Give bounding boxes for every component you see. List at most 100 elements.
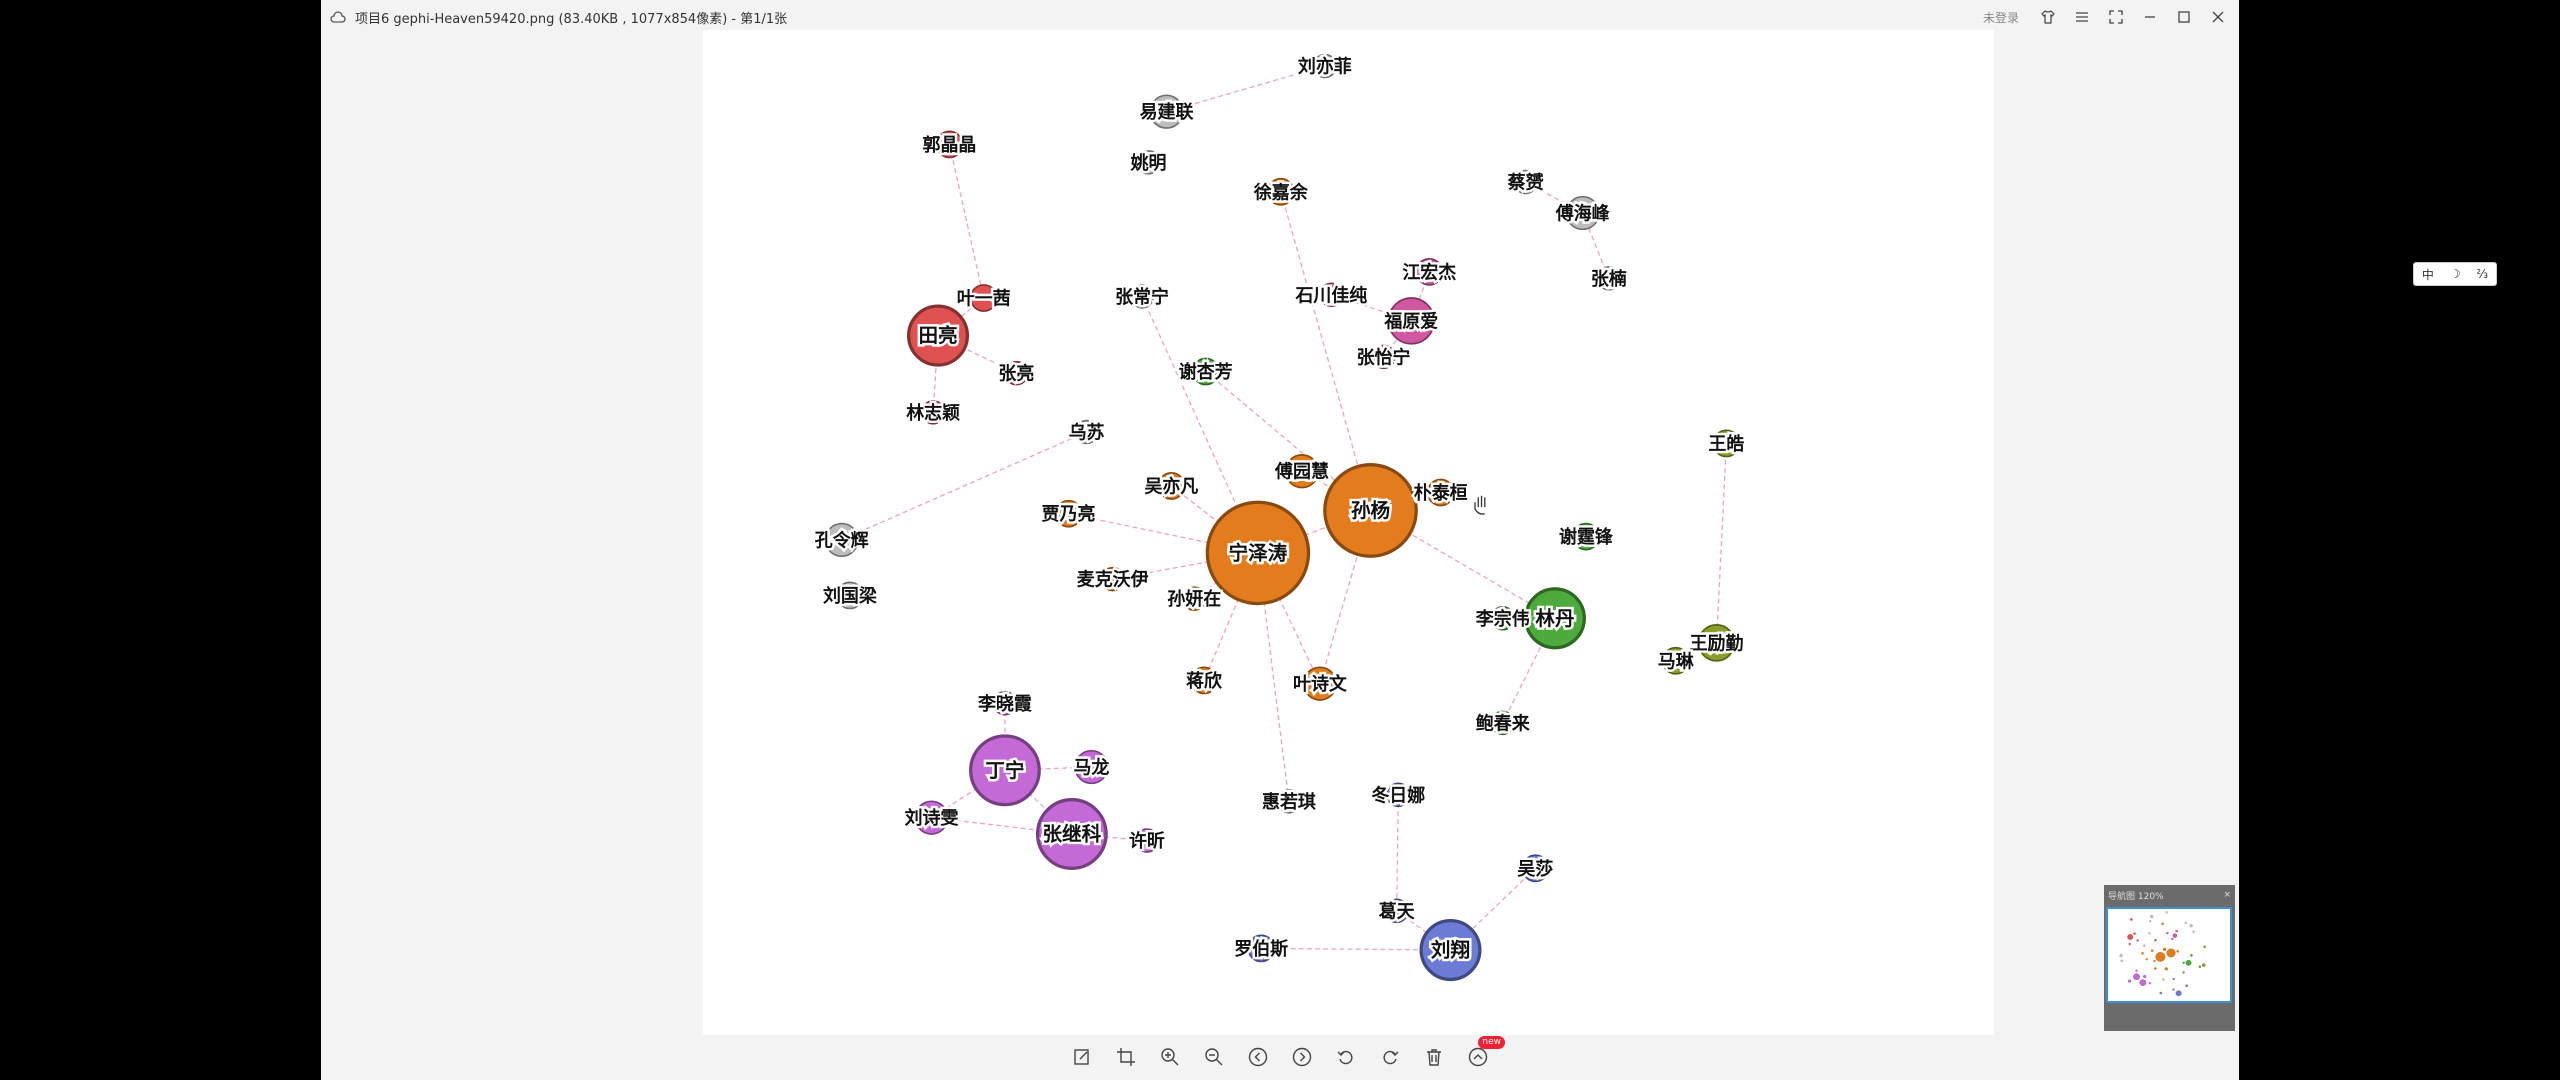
navigator-minimap[interactable]: 导航图 120% × bbox=[2104, 885, 2235, 1031]
node-circle bbox=[2166, 948, 2176, 958]
graph-node: 林志颖 bbox=[904, 399, 963, 426]
graph-edge bbox=[1395, 794, 1399, 911]
node-label: 刘亦菲 bbox=[1298, 55, 1352, 77]
ime-mode-chinese[interactable]: 中 bbox=[2421, 267, 2434, 282]
ime-moon-icon[interactable]: ☽ bbox=[2449, 267, 2461, 281]
crop-button[interactable] bbox=[1113, 1044, 1139, 1070]
minimize-icon[interactable] bbox=[2139, 6, 2161, 28]
graph-node: 吴莎 bbox=[1515, 854, 1556, 882]
node-circle bbox=[836, 581, 864, 610]
node-circle bbox=[2148, 932, 2151, 935]
mini-graph-node bbox=[2155, 952, 2166, 962]
zoom-in-button[interactable] bbox=[1157, 1044, 1183, 1070]
minimap-viewport[interactable] bbox=[2106, 907, 2232, 1003]
node-label: 冬日娜 bbox=[1371, 784, 1425, 806]
node-label: 张继科 bbox=[1043, 823, 1102, 846]
graph-node: 叶诗文 bbox=[1291, 666, 1350, 701]
minimap-thumbnail bbox=[2119, 911, 2207, 997]
node-circle bbox=[2161, 922, 2164, 926]
graph-node: 刘翔 bbox=[1419, 918, 1482, 982]
rotate-right-button[interactable] bbox=[1377, 1044, 1403, 1070]
node-label: 谢霆锋 bbox=[1559, 526, 1614, 548]
image-canvas[interactable]: 刘亦菲易建联姚明郭晶晶徐嘉余蔡赟傅海峰张楠江宏杰石川佳纯福原爱张怡宁叶一茜田亮张… bbox=[703, 30, 1994, 1035]
node-label: 贾乃亮 bbox=[1042, 503, 1096, 525]
mini-graph-node bbox=[2166, 932, 2169, 935]
node-circle bbox=[2202, 963, 2206, 967]
graph-edge bbox=[1319, 510, 1372, 684]
node-circle bbox=[1134, 828, 1160, 853]
node-circle bbox=[1371, 344, 1396, 370]
rotate-left-button[interactable] bbox=[1333, 1044, 1359, 1070]
mini-graph-node bbox=[2120, 959, 2124, 963]
node-label: 张亮 bbox=[998, 363, 1034, 385]
node-circle bbox=[2182, 971, 2185, 974]
node-label: 谢杏芳 bbox=[1179, 361, 1233, 383]
mini-graph-node bbox=[2172, 977, 2175, 981]
mini-graph-node bbox=[2176, 950, 2180, 953]
graph-node: 王皓 bbox=[1706, 429, 1747, 457]
login-status-label[interactable]: 未登录 bbox=[1982, 10, 2019, 25]
node-circle bbox=[2127, 934, 2134, 940]
graph-node: 张常宁 bbox=[1113, 283, 1172, 310]
mini-graph-node bbox=[2148, 932, 2151, 935]
mini-graph-node bbox=[2127, 979, 2132, 983]
next-image-button[interactable] bbox=[1289, 1044, 1315, 1070]
node-label: 吴亦凡 bbox=[1144, 475, 1198, 497]
close-icon[interactable] bbox=[2207, 6, 2229, 28]
node-label: 张怡宁 bbox=[1357, 346, 1411, 368]
node-label: 张楠 bbox=[1591, 268, 1627, 290]
node-circle bbox=[1312, 53, 1338, 79]
graph-node: 刘国梁 bbox=[821, 581, 879, 610]
mini-graph-node bbox=[2190, 954, 2193, 957]
mini-graph-node bbox=[2162, 947, 2167, 951]
node-circle bbox=[1572, 522, 1600, 551]
chevron-right-circle-icon bbox=[1292, 1047, 1312, 1067]
ime-toolbar[interactable]: 中 ☽ ⅔ bbox=[2413, 262, 2497, 286]
rotate-left-icon bbox=[1337, 1050, 1353, 1065]
node-label: 乌苏 bbox=[1069, 422, 1105, 444]
graph-node: 江宏杰 bbox=[1400, 257, 1459, 286]
minimap-close-icon[interactable]: × bbox=[2223, 890, 2231, 900]
mini-graph-edge bbox=[2203, 946, 2205, 966]
fullscreen-icon[interactable] bbox=[2105, 6, 2127, 28]
hand-cursor-icon bbox=[1474, 495, 1486, 515]
graph-node: 谢杏芳 bbox=[1176, 357, 1235, 386]
shirt-icon[interactable] bbox=[2037, 6, 2059, 28]
node-circle bbox=[2120, 959, 2124, 963]
node-circle bbox=[1523, 587, 1586, 650]
graph-edge bbox=[937, 334, 1017, 374]
more-button[interactable]: new bbox=[1465, 1036, 1505, 1070]
node-circle bbox=[2175, 990, 2182, 997]
trash-icon bbox=[1427, 1049, 1441, 1066]
node-label: 郭晶晶 bbox=[923, 134, 977, 156]
graph-edge bbox=[1203, 552, 1259, 681]
node-label: 叶一茜 bbox=[957, 288, 1011, 310]
graph-node: 李晓霞 bbox=[975, 691, 1035, 717]
graph-node: 叶一茜 bbox=[954, 284, 1013, 312]
node-circle bbox=[1319, 282, 1344, 307]
node-circle bbox=[2182, 961, 2185, 964]
graph-node: 贾乃亮 bbox=[1039, 499, 1098, 528]
node-circle bbox=[1386, 782, 1411, 808]
node-circle bbox=[1302, 666, 1338, 701]
maximize-icon[interactable] bbox=[2173, 6, 2195, 28]
node-circle bbox=[2119, 954, 2123, 958]
edit-button[interactable] bbox=[1069, 1044, 1095, 1070]
mini-graph-node bbox=[2198, 965, 2202, 969]
node-circle bbox=[1035, 798, 1108, 870]
delete-button[interactable] bbox=[1421, 1044, 1447, 1070]
zoom-out-button[interactable] bbox=[1201, 1044, 1227, 1070]
node-label: 王皓 bbox=[1708, 433, 1744, 455]
node-circle bbox=[2185, 984, 2188, 988]
node-label: 鲍春来 bbox=[1476, 712, 1530, 734]
ime-punct-icon[interactable]: ⅔ bbox=[2476, 267, 2489, 281]
node-circle bbox=[935, 130, 964, 159]
menu-icon[interactable] bbox=[2071, 6, 2093, 28]
node-label: 刘国梁 bbox=[823, 585, 877, 607]
node-circle bbox=[1129, 284, 1155, 309]
previous-image-button[interactable] bbox=[1245, 1044, 1271, 1070]
graph-node: 易建联 bbox=[1137, 94, 1196, 129]
graph-edge bbox=[931, 769, 1006, 819]
graph-edge bbox=[1193, 552, 1259, 600]
graph-edge bbox=[1141, 296, 1259, 554]
